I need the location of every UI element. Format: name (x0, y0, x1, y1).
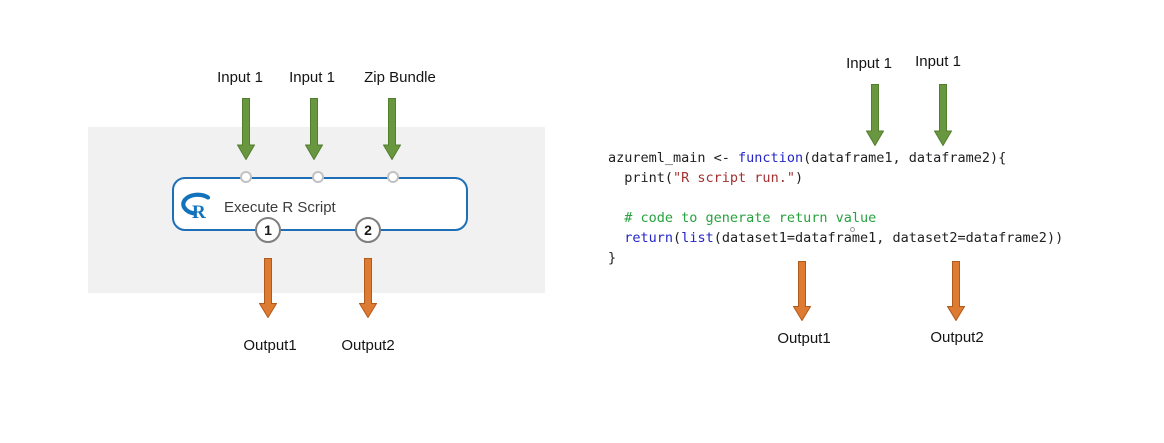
r-language-icon: R (181, 192, 217, 223)
right-output-label-1: Output1 (777, 330, 831, 347)
input-port-1[interactable] (240, 171, 252, 183)
output-port-1[interactable]: 1 (255, 217, 281, 243)
left-input-arrow-2 (305, 98, 323, 160)
right-input-label-2: Input 1 (915, 53, 961, 70)
right-output-arrow-1 (793, 261, 811, 321)
left-output-arrow-2 (359, 258, 377, 318)
left-input-label-2: Input 1 (289, 69, 335, 86)
left-input-label-1: Input 1 (217, 69, 263, 86)
right-input-arrow-1 (866, 84, 884, 146)
input-port-3[interactable] (387, 171, 399, 183)
input-port-2[interactable] (312, 171, 324, 183)
right-input-arrow-2 (934, 84, 952, 146)
left-input-label-3: Zip Bundle (364, 69, 436, 86)
left-output-label-1: Output1 (243, 337, 297, 354)
right-input-label-1: Input 1 (846, 55, 892, 72)
right-output-arrow-2 (947, 261, 965, 321)
module-title: Execute R Script (224, 199, 336, 216)
right-output-label-2: Output2 (930, 329, 984, 346)
left-input-arrow-1 (237, 98, 255, 160)
output-port-2[interactable]: 2 (355, 217, 381, 243)
left-output-label-2: Output2 (341, 337, 395, 354)
left-output-arrow-1 (259, 258, 277, 318)
left-input-arrow-3 (383, 98, 401, 160)
stray-circle-artifact (850, 227, 855, 232)
r-code: azureml_main <- function(dataframe1, dat… (608, 150, 1064, 266)
svg-text:R: R (192, 202, 206, 222)
execute-r-script-module[interactable] (172, 177, 468, 231)
